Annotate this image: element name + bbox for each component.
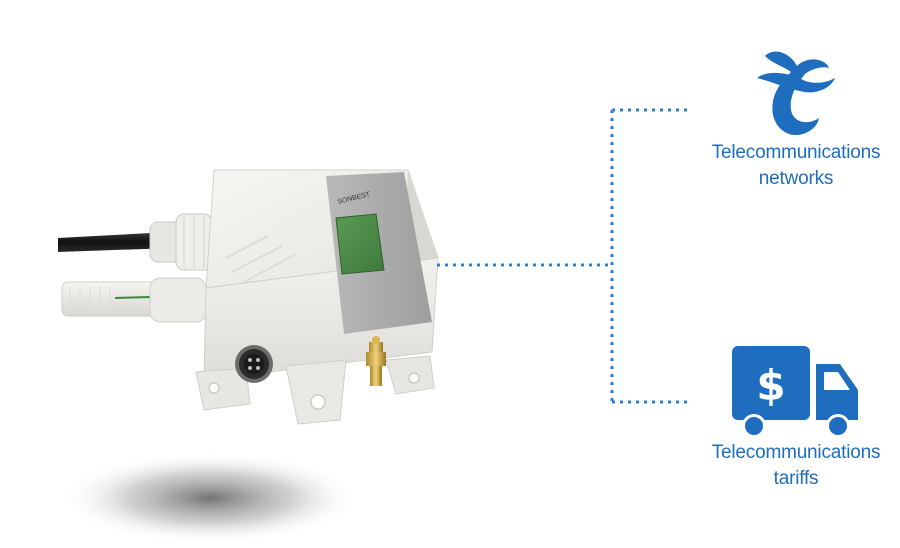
lcd-display xyxy=(335,213,385,275)
sensor-device: SONBEST xyxy=(58,169,439,544)
delivery-truck-dollar-icon: $ xyxy=(732,346,858,438)
service-tariffs: $ Telecommunications tariffs xyxy=(686,336,900,492)
service-tariffs-line1: Telecommunications xyxy=(711,442,881,463)
cable-gland xyxy=(149,213,213,271)
telecom-logo-icon xyxy=(757,51,835,136)
service-networks-line2: networks xyxy=(758,168,834,189)
device-shadow xyxy=(60,452,360,544)
cable xyxy=(58,232,172,252)
service-networks: Telecommunications networks xyxy=(686,44,900,192)
service-networks-line1: Telecommunications xyxy=(711,142,881,163)
aviation-connector-icon xyxy=(235,345,273,383)
svg-text:$: $ xyxy=(756,361,785,410)
service-tariffs-line2: tariffs xyxy=(773,468,819,489)
antenna-connector-icon xyxy=(366,336,386,386)
sensor-probe xyxy=(61,277,207,323)
